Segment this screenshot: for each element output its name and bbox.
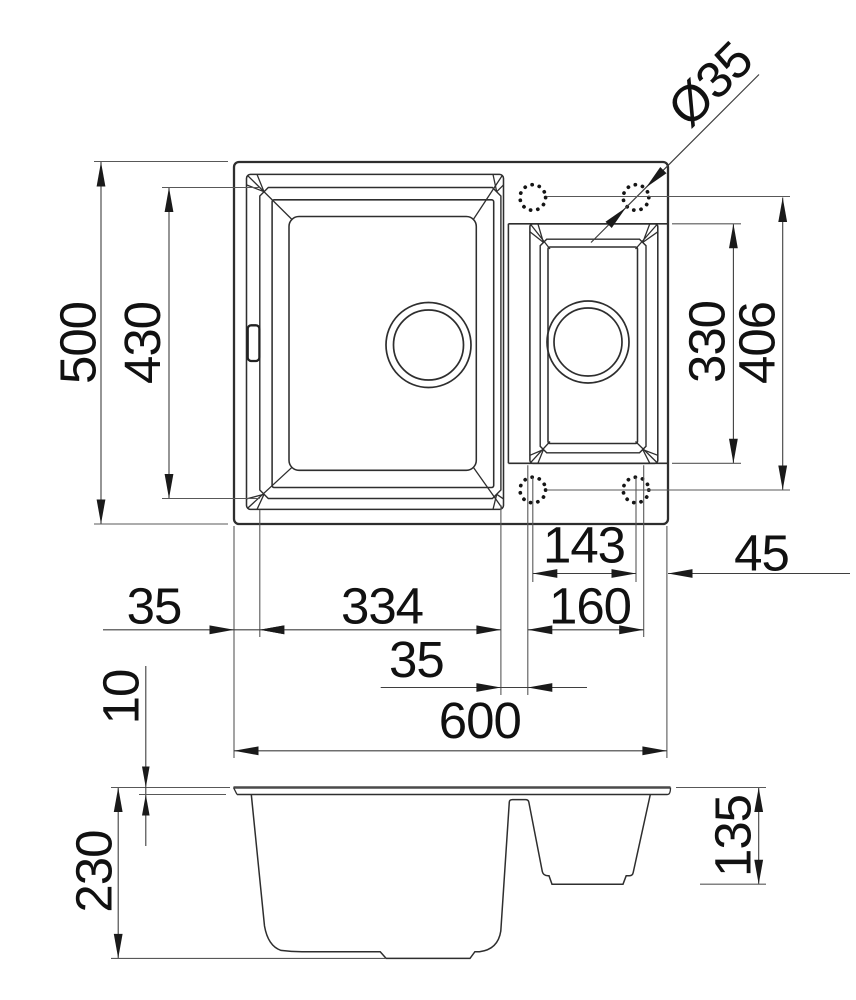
svg-text:45: 45 [734,525,789,582]
svg-text:406: 406 [729,302,786,384]
svg-text:330: 330 [679,301,736,383]
svg-text:10: 10 [93,670,150,725]
svg-text:35: 35 [127,578,182,635]
svg-text:230: 230 [66,831,123,913]
svg-text:600: 600 [439,692,521,749]
svg-text:500: 500 [50,302,107,384]
svg-text:334: 334 [341,578,423,635]
svg-text:143: 143 [543,517,625,574]
svg-text:135: 135 [705,795,762,877]
svg-text:430: 430 [114,302,171,384]
svg-text:160: 160 [549,578,631,635]
svg-text:35: 35 [389,631,444,688]
